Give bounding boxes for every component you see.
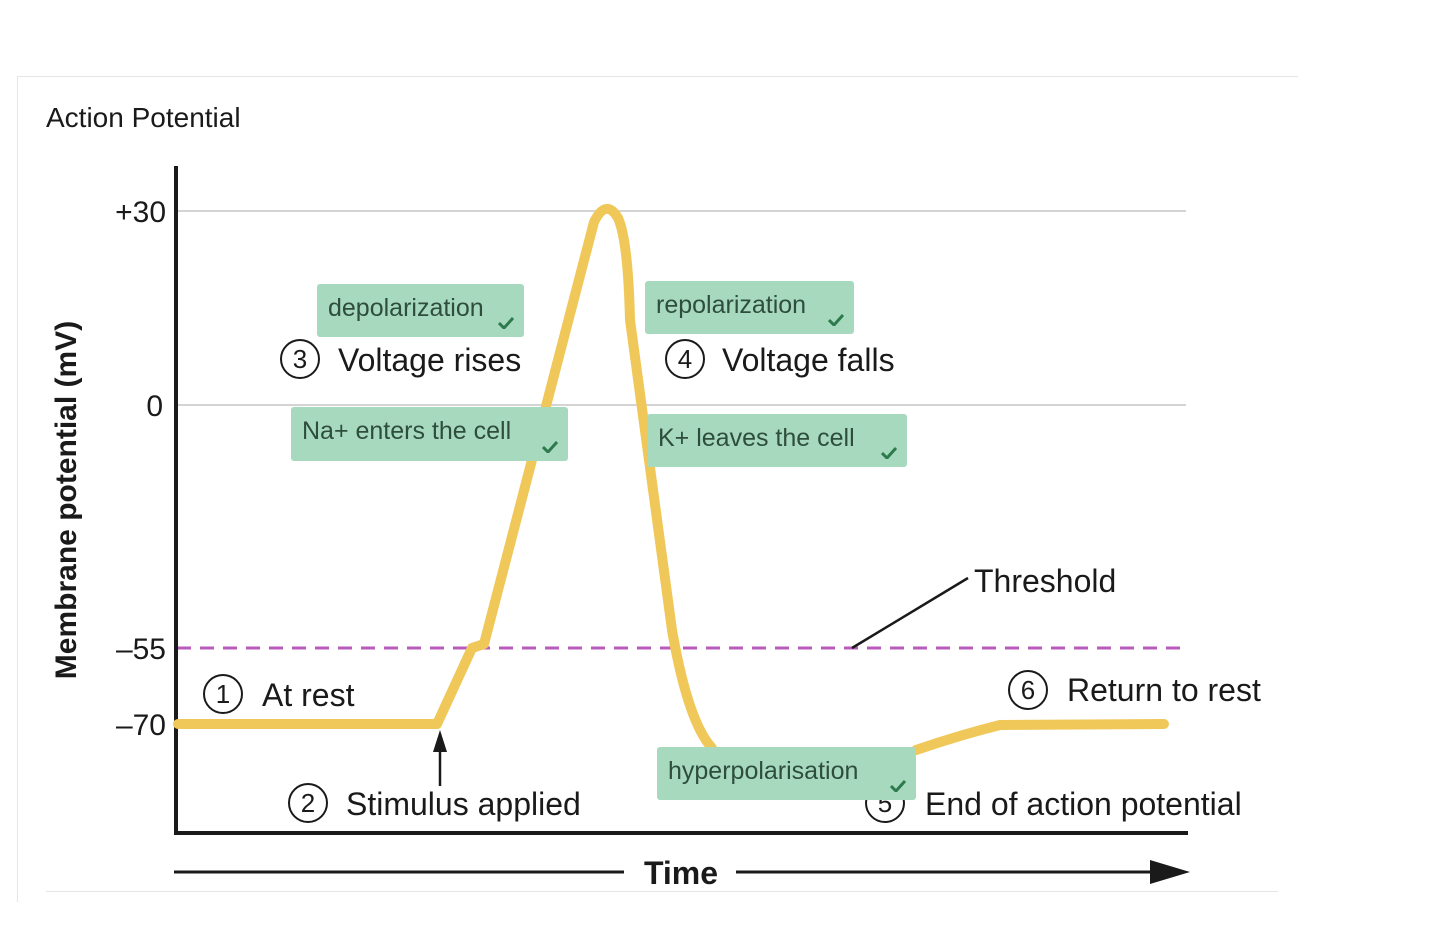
y-tick-zero: 0: [146, 390, 163, 423]
answer-chip-k-leaves[interactable]: K+ leaves the cell: [647, 414, 907, 467]
step-4-circle: [665, 339, 705, 379]
answer-chip-label: K+ leaves the cell: [658, 424, 855, 452]
answer-chip-hyperpolarisation[interactable]: hyperpolarisation: [657, 747, 916, 800]
y-axis-label: Membrane potential (mV): [50, 321, 83, 679]
check-icon: [498, 317, 514, 329]
y-tick-minus55: –55: [116, 633, 166, 666]
step-4-number: 4: [678, 344, 692, 374]
step-1-text: At rest: [262, 677, 355, 713]
question-title: Action Potential: [46, 102, 241, 133]
step-6-text: Return to rest: [1067, 672, 1261, 708]
action-potential-curve: [173, 204, 1169, 755]
step-2-text: Stimulus applied: [346, 786, 581, 822]
check-icon: [881, 447, 897, 459]
step-2-circle: [288, 783, 328, 823]
answer-chip-depolarization[interactable]: depolarization: [317, 284, 524, 337]
stimulus-arrowhead: [433, 730, 447, 752]
threshold-pointer: [851, 576, 969, 650]
card-divider: [46, 891, 1278, 892]
answer-chip-label: depolarization: [328, 294, 484, 322]
step-1-circle: [203, 674, 243, 714]
y-tick-plus30: +30: [115, 196, 166, 229]
step-1-number: 1: [216, 679, 230, 709]
answer-chip-label: hyperpolarisation: [668, 757, 859, 785]
answer-chip-na-enters[interactable]: Na+ enters the cell: [291, 407, 568, 461]
step-3-circle: [280, 339, 320, 379]
step-6-number: 6: [1021, 675, 1035, 705]
y-tick-minus70: –70: [116, 709, 166, 742]
step-3-text: Voltage rises: [338, 342, 521, 378]
step-2-number: 2: [301, 788, 315, 818]
step-3-number: 3: [293, 344, 307, 374]
time-arrowhead: [1150, 860, 1190, 884]
step-5-text: End of action potential: [925, 786, 1242, 822]
threshold-label: Threshold: [974, 563, 1116, 599]
x-axis-label: Time: [644, 855, 718, 891]
answer-chip-label: repolarization: [656, 291, 807, 319]
check-icon: [890, 780, 906, 792]
check-icon: [542, 441, 558, 453]
answer-chip-repolarization[interactable]: repolarization: [645, 281, 854, 334]
step-6-circle: [1008, 670, 1048, 710]
answer-chip-label: Na+ enters the cell: [302, 417, 512, 445]
step-4-text: Voltage falls: [722, 342, 895, 378]
check-icon: [828, 314, 844, 326]
question-card: [17, 76, 1298, 902]
